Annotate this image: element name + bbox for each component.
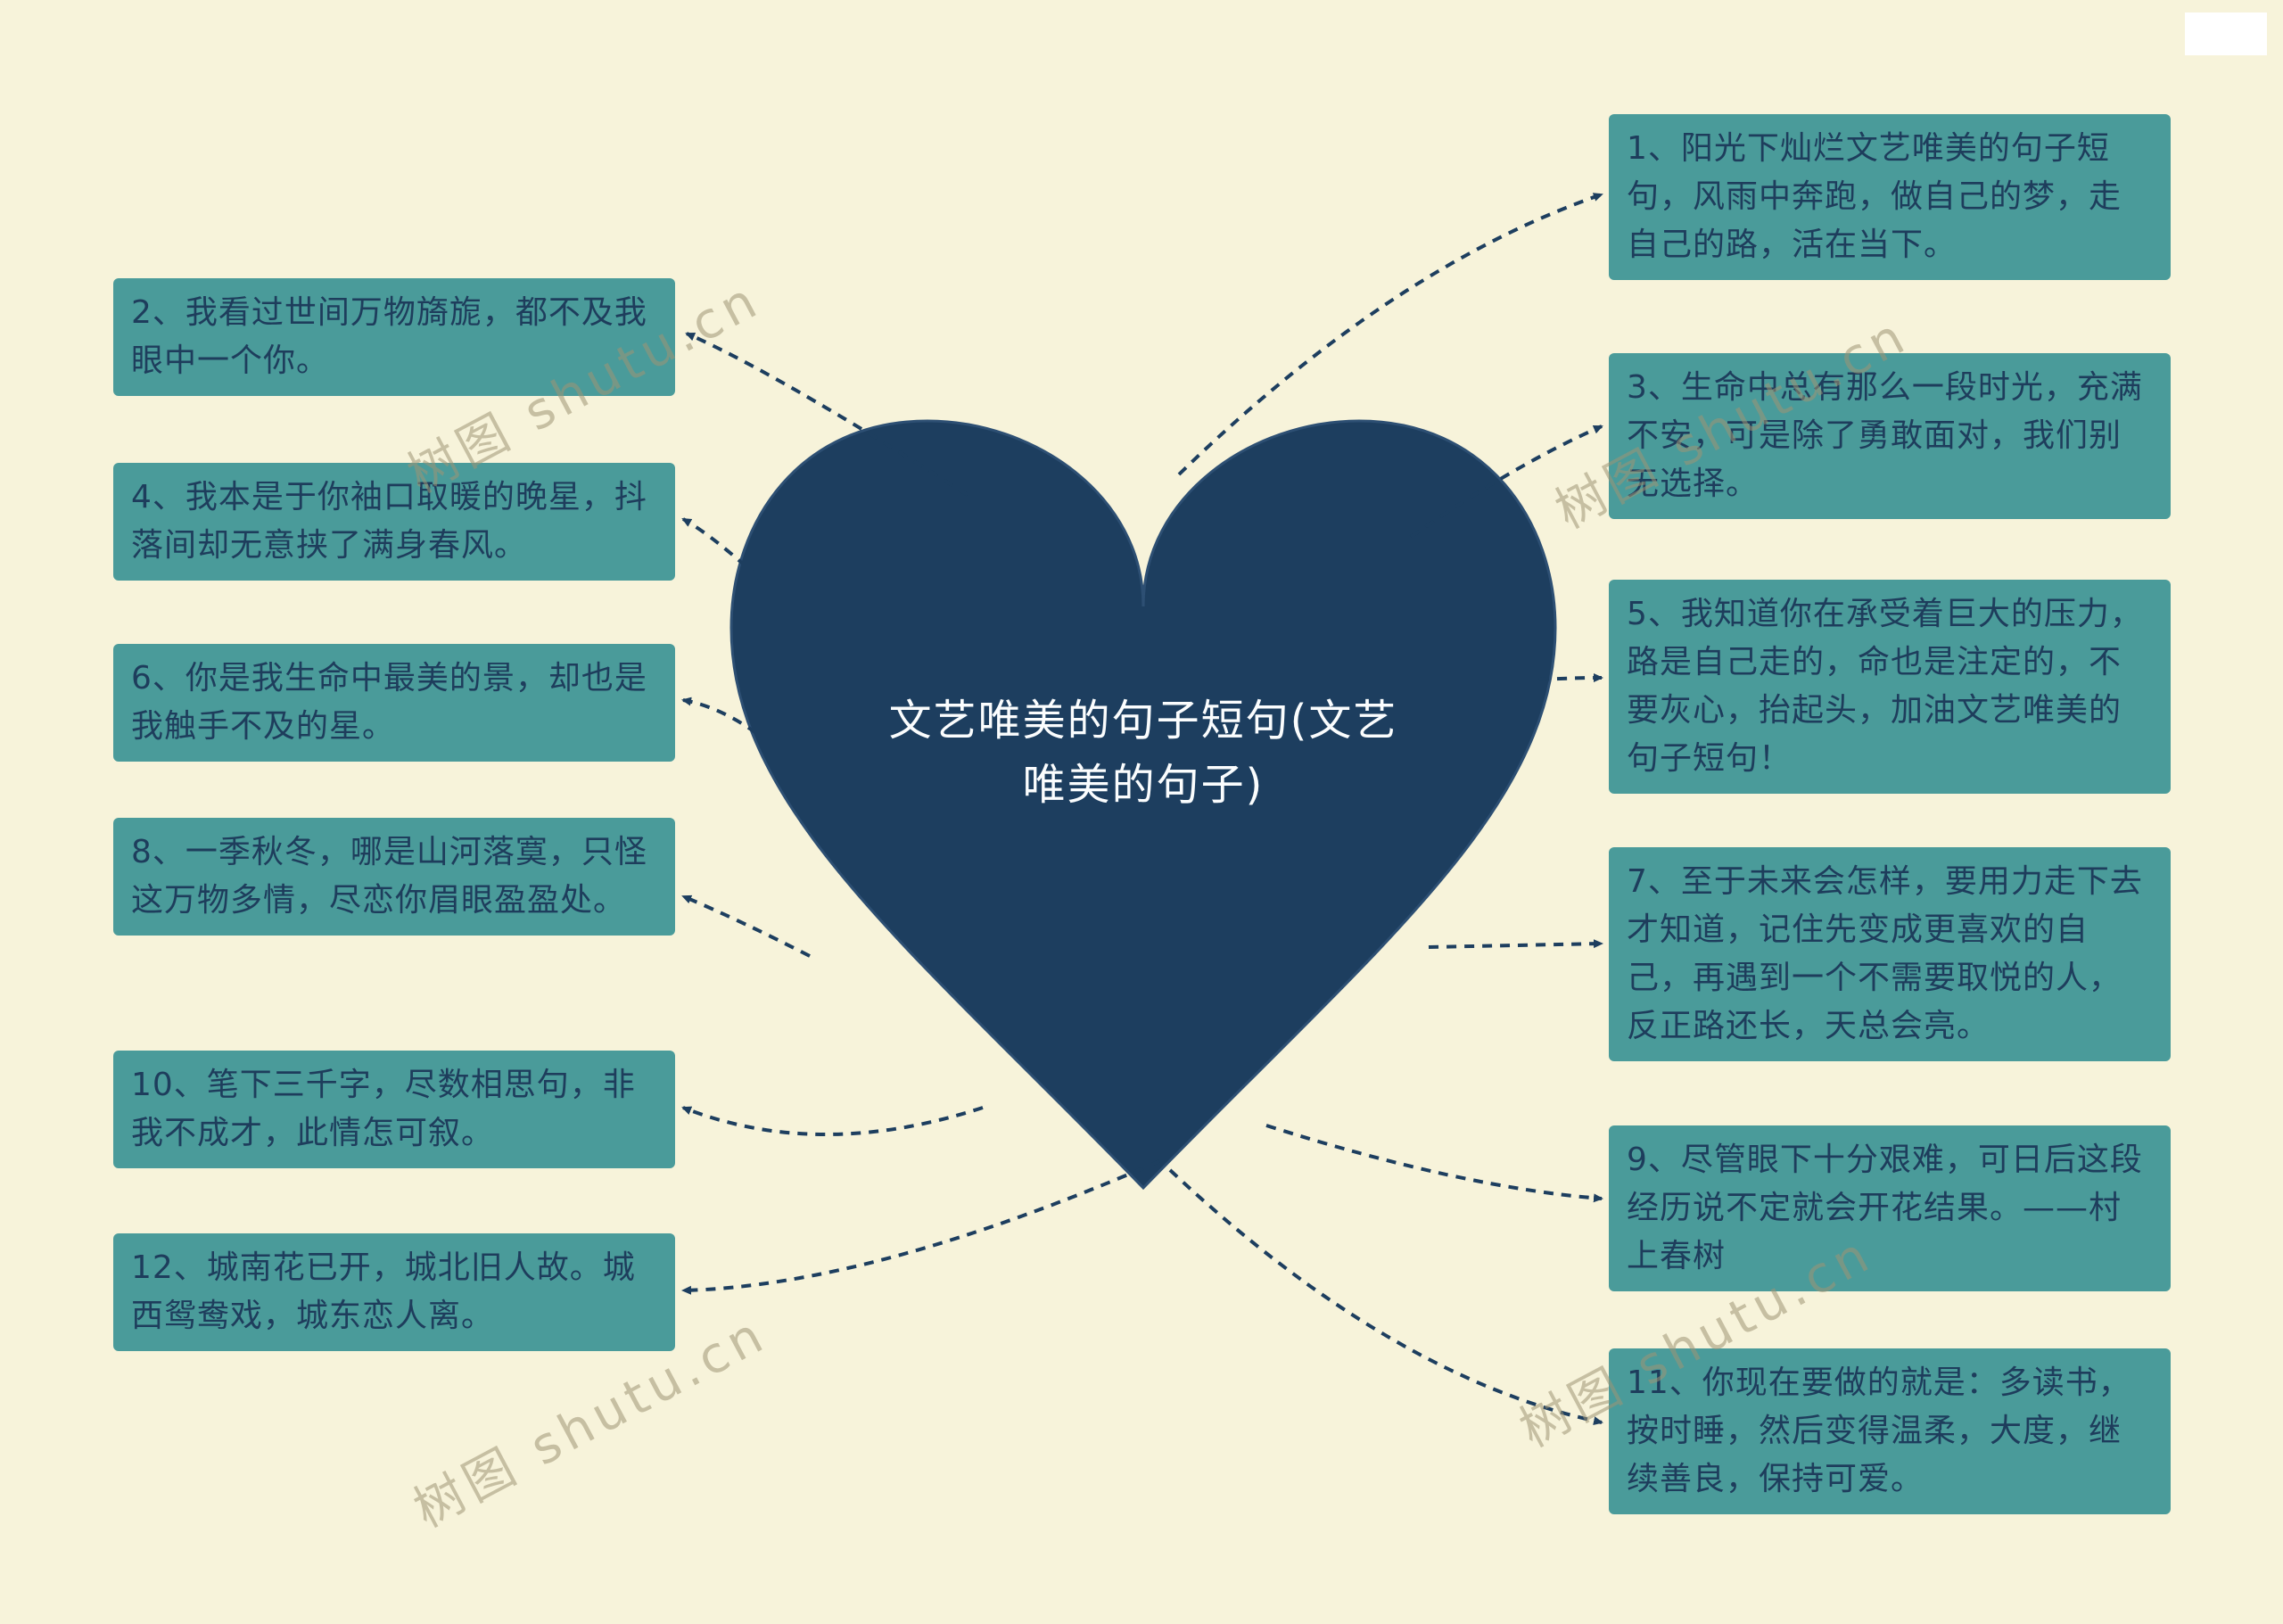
node-9: 9、尽管眼下十分艰难，可日后这段经历说不定就会开花结果。——村上春树 <box>1609 1125 2171 1291</box>
connector-to-node-7 <box>1428 939 1603 949</box>
connector-to-node-5 <box>1538 673 1603 683</box>
node-4: 4、我本是于你袖口取暖的晚星，抖落间却无意挟了满身春风。 <box>113 463 675 581</box>
node-1: 1、阳光下灿烂文艺唯美的句子短句，风雨中奔跑，做自己的梦，走自己的路，活在当下。 <box>1609 114 2171 280</box>
connector-to-node-3 <box>1409 425 1603 539</box>
mindmap-root-title: 文艺唯美的句子短句(文艺 唯美的句子) <box>876 688 1411 817</box>
heart-shape <box>729 419 1557 1191</box>
connector-to-node-1 <box>1177 193 1603 476</box>
connector-to-node-11 <box>1168 1168 1603 1426</box>
node-7: 7、至于未来会怎样，要用力走下去才知道，记住先变成更喜欢的自己，再遇到一个不需要… <box>1609 847 2171 1061</box>
corner-white-patch <box>2185 12 2267 55</box>
node-11: 11、你现在要做的就是：多读书，按时睡，然后变得温柔，大度，继续善良，保持可爱。 <box>1609 1348 2171 1514</box>
connector-to-node-9 <box>1265 1124 1603 1203</box>
connector-to-node-8 <box>681 894 811 958</box>
node-6: 6、你是我生命中最美的景，却也是我触手不及的星。 <box>113 644 675 762</box>
connector-to-node-2 <box>685 332 969 497</box>
node-5: 5、我知道你在承受着巨大的压力，路是自己走的，命也是注定的，不要灰心，抬起头，加… <box>1609 580 2171 794</box>
node-2: 2、我看过世间万物旖旎，都不及我眼中一个你。 <box>113 278 675 396</box>
node-12: 12、城南花已开，城北旧人故。城西鸳鸯戏，城东恋人离。 <box>113 1233 675 1351</box>
root-title-line2: 唯美的句子) <box>1022 760 1265 810</box>
connector-to-node-12 <box>681 1159 1160 1295</box>
connector-to-node-6 <box>681 697 758 735</box>
connector-to-node-10 <box>681 1106 984 1136</box>
node-10: 10、笔下三千字，尽数相思句，非我不成才，此情怎可叙。 <box>113 1051 675 1168</box>
node-8: 8、一季秋冬，哪是山河落寞，只怪这万物多情，尽恋你眉眼盈盈处。 <box>113 818 675 936</box>
node-3: 3、生命中总有那么一段时光，充满不安，可是除了勇敢面对，我们别无选择。 <box>1609 353 2171 519</box>
root-title-line1: 文艺唯美的句子短句(文艺 <box>888 696 1398 746</box>
